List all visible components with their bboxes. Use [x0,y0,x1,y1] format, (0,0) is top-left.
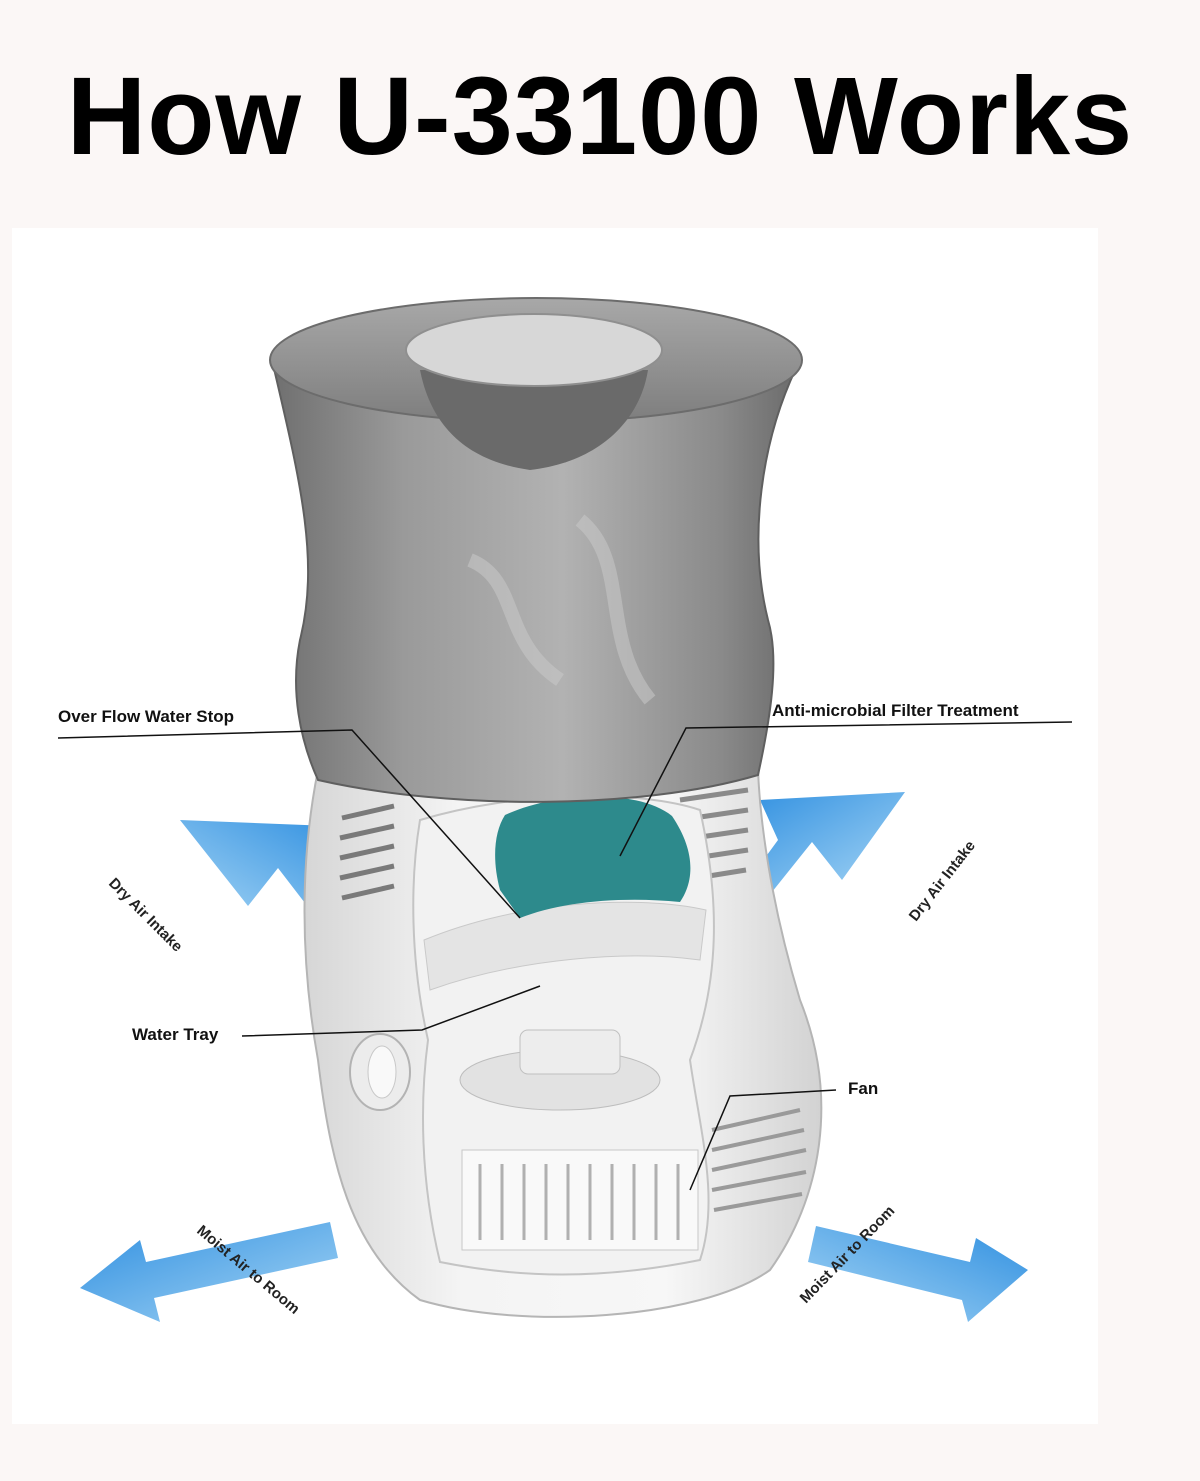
anti-microbial-filter [495,796,690,918]
label-anti-microbial-filter: Anti-microbial Filter Treatment [772,701,1019,720]
label-water-tray: Water Tray [132,1025,219,1044]
moist-air-arrow-right [808,1226,1028,1322]
label-overflow-water-stop: Over Flow Water Stop [58,707,234,726]
label-fan: Fan [848,1079,878,1098]
label-dry-air-intake-left: Dry Air Intake [105,875,186,956]
water-tank [270,298,802,802]
label-dry-air-intake-right: Dry Air Intake [906,838,979,925]
